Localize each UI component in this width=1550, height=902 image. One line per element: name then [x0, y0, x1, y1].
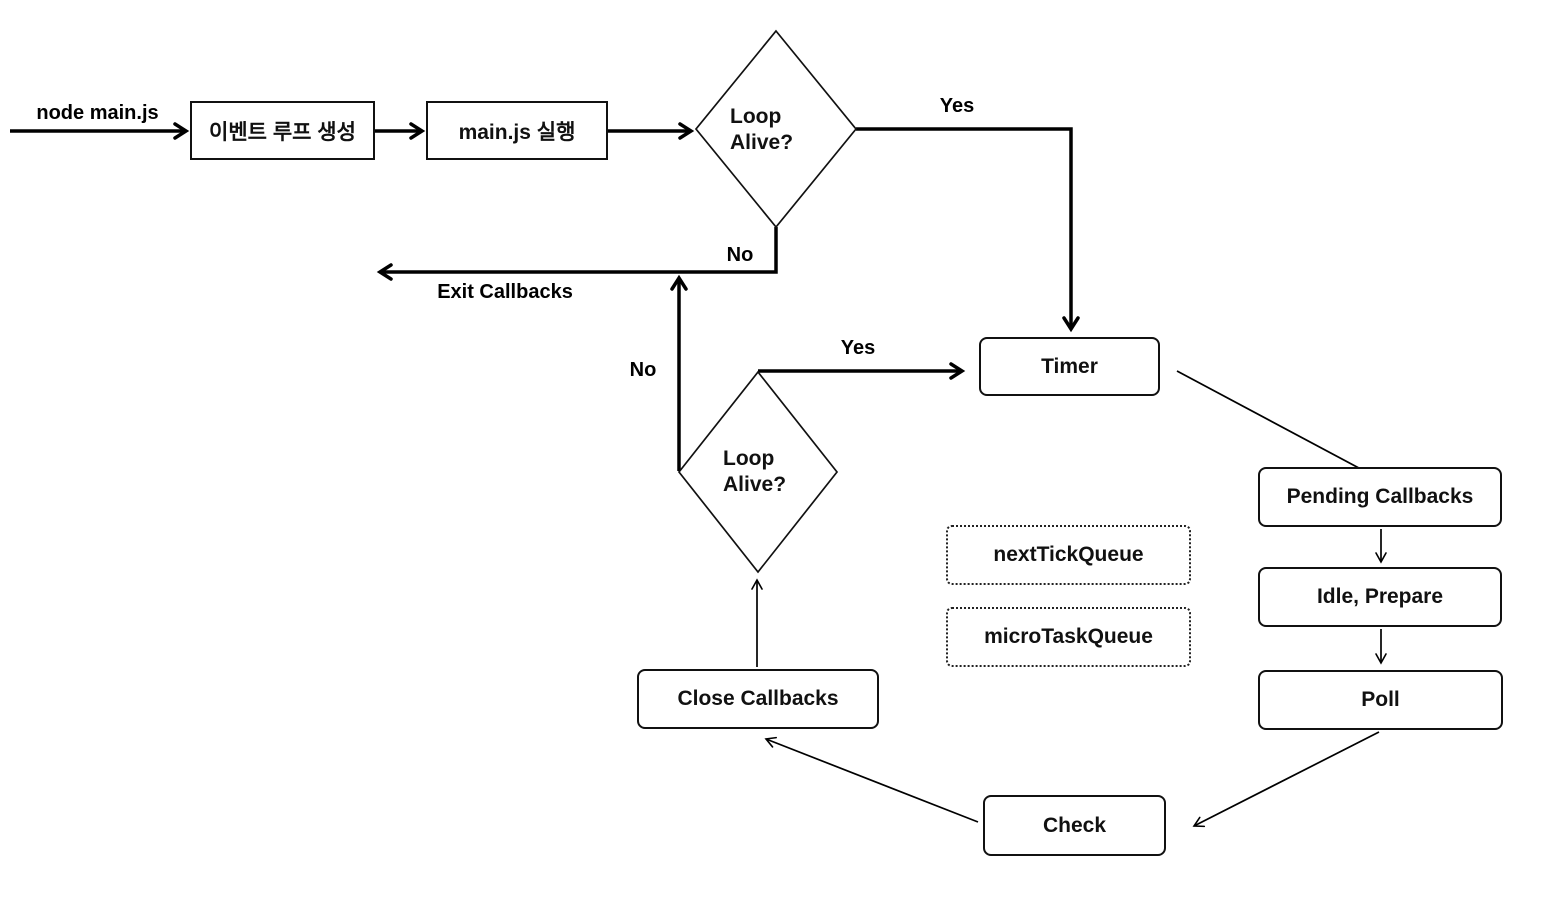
node-check: Check — [983, 795, 1166, 856]
loop-alive-top-line1: Loop — [730, 105, 782, 128]
edge-label-yes-top: Yes — [939, 95, 975, 117]
node-next-tick-queue: nextTickQueue — [946, 525, 1191, 585]
decision-loop-alive-bottom-label: Loop Alive? — [723, 446, 823, 497]
edge-check-to-close — [764, 736, 979, 823]
node-run-main-js: main.js 실행 — [426, 101, 608, 160]
node-check-label: Check — [1042, 813, 1107, 837]
node-micro-task-queue-label: microTaskQueue — [984, 625, 1153, 648]
edge-loop-alive-yes-to-timer — [856, 127, 1080, 333]
decision-loop-alive-top-label: Loop Alive? — [730, 104, 830, 155]
node-micro-task-queue: microTaskQueue — [946, 607, 1191, 667]
edge-loop-alive-no-exit — [376, 227, 778, 281]
edge-poll-to-check — [1192, 731, 1380, 828]
node-run-main-js-label: main.js 실행 — [458, 120, 576, 144]
node-idle-prepare: Idle, Prepare — [1258, 567, 1502, 627]
decision-loop-alive-top — [694, 29, 858, 229]
node-pending-callbacks-label: Pending Callbacks — [1286, 485, 1474, 508]
node-create-event-loop-label: 이벤트 루프 생성 — [209, 120, 356, 144]
node-poll: Poll — [1258, 670, 1503, 730]
decision-loop-alive-bottom — [677, 370, 839, 574]
node-timer: Timer — [979, 337, 1160, 396]
loop-alive-top-line2: Alive? — [730, 130, 794, 154]
edge-label-no-bottom: No — [629, 359, 657, 381]
node-idle-prepare-label: Idle, Prepare — [1316, 585, 1444, 608]
node-close-callbacks-label: Close Callbacks — [677, 687, 839, 710]
edge-timer-to-pending — [1176, 370, 1389, 484]
node-create-event-loop: 이벤트 루프 생성 — [190, 101, 375, 160]
node-next-tick-queue-label: nextTickQueue — [993, 543, 1144, 566]
node-poll-label: Poll — [1361, 688, 1400, 711]
edge-label-no-top: No — [726, 244, 754, 266]
node-close-callbacks: Close Callbacks — [637, 669, 879, 729]
loop-alive-bottom-line1: Loop — [723, 447, 775, 470]
start-command-label: node main.js — [36, 102, 159, 124]
edge-label-yes-bottom: Yes — [840, 337, 876, 359]
node-timer-label: Timer — [1041, 354, 1098, 378]
node-pending-callbacks: Pending Callbacks — [1258, 467, 1502, 527]
loop-alive-bottom-line2: Alive? — [723, 472, 787, 496]
edge-label-exit-callbacks: Exit Callbacks — [437, 281, 573, 303]
